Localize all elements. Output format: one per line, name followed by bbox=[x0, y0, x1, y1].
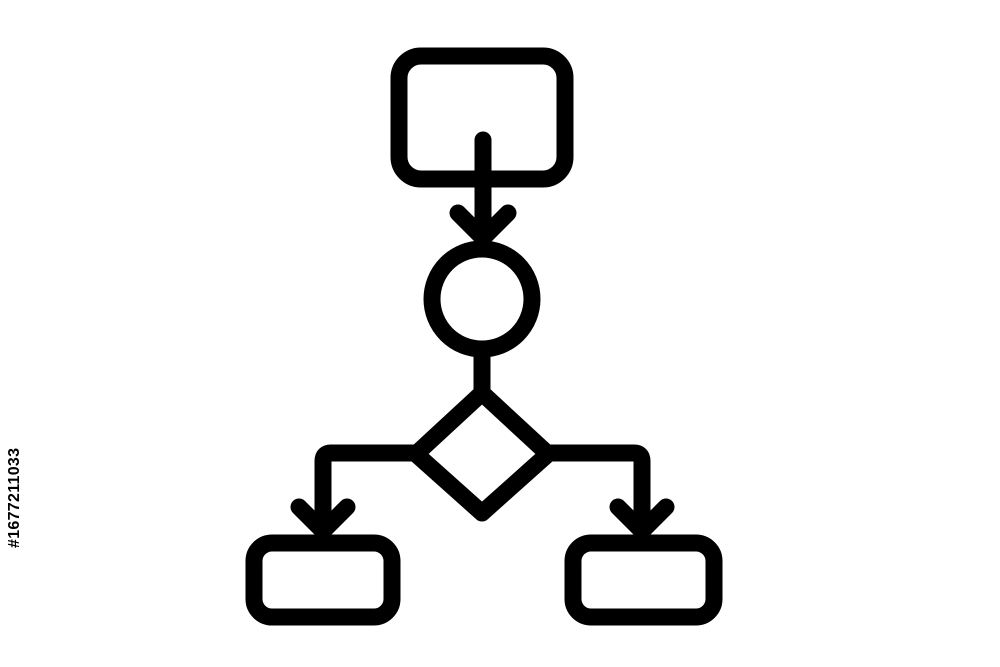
right-outcome-node bbox=[564, 534, 723, 626]
decision-to-right-arrow bbox=[539, 444, 675, 540]
left-outcome-node bbox=[245, 534, 401, 626]
decision-node bbox=[407, 384, 557, 522]
process-node bbox=[423, 240, 541, 358]
stock-id-label: #1677211033 bbox=[6, 447, 23, 549]
start-to-process-arrow bbox=[449, 131, 517, 247]
decision-to-left-arrow bbox=[290, 444, 425, 540]
